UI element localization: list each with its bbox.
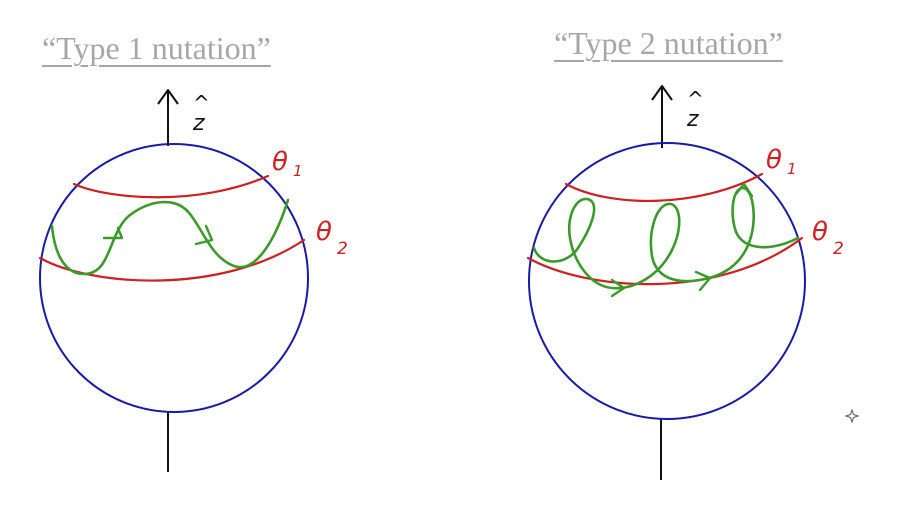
right-z-axis-arrowhead <box>651 85 673 101</box>
right-nutation-path <box>532 186 800 290</box>
left-z-label: z <box>192 111 205 136</box>
left-theta2-subscript: 2 <box>337 239 348 259</box>
left-diagram: z ^ θ 1 θ 2 <box>38 89 348 472</box>
left-sphere <box>39 143 309 413</box>
right-diagram: z ^ θ 1 θ 2 <box>526 85 844 480</box>
left-theta2-latitude <box>38 238 306 282</box>
left-z-hat: ^ <box>193 91 210 115</box>
left-z-axis-arrowhead <box>157 89 179 105</box>
left-theta1-symbol: θ <box>272 147 288 177</box>
left-theta2-symbol: θ <box>316 217 332 247</box>
right-theta1-label: θ 1 <box>766 145 797 178</box>
left-path-arrow-1 <box>102 226 124 240</box>
right-theta1-latitude <box>564 172 764 203</box>
right-z-hat: ^ <box>687 87 704 111</box>
right-sphere <box>528 142 806 420</box>
title-type-2-nutation: “Type 2 nutation” <box>554 25 783 61</box>
right-theta2-latitude <box>526 236 804 286</box>
right-theta2-subscript: 2 <box>833 239 844 259</box>
right-path-arrow-3 <box>734 182 754 198</box>
left-theta1-subscript: 1 <box>293 162 303 180</box>
title-type-1-nutation: “Type 1 nutation” <box>42 30 271 66</box>
right-theta1-symbol: θ <box>766 145 782 175</box>
right-theta2-symbol: θ <box>812 217 828 247</box>
right-z-label: z <box>686 107 699 132</box>
right-theta1-subscript: 1 <box>787 160 797 178</box>
right-path-arrow-2 <box>694 270 712 292</box>
left-theta2-label: θ 2 <box>316 217 348 259</box>
left-nutation-path <box>50 198 290 276</box>
right-theta2-label: θ 2 <box>812 217 844 259</box>
sparkle-cursor-icon <box>844 408 860 424</box>
left-theta1-label: θ 1 <box>272 147 303 180</box>
left-path-arrow-2 <box>194 224 214 246</box>
right-path-arrow-1 <box>610 278 626 298</box>
left-theta1-latitude <box>72 174 270 199</box>
